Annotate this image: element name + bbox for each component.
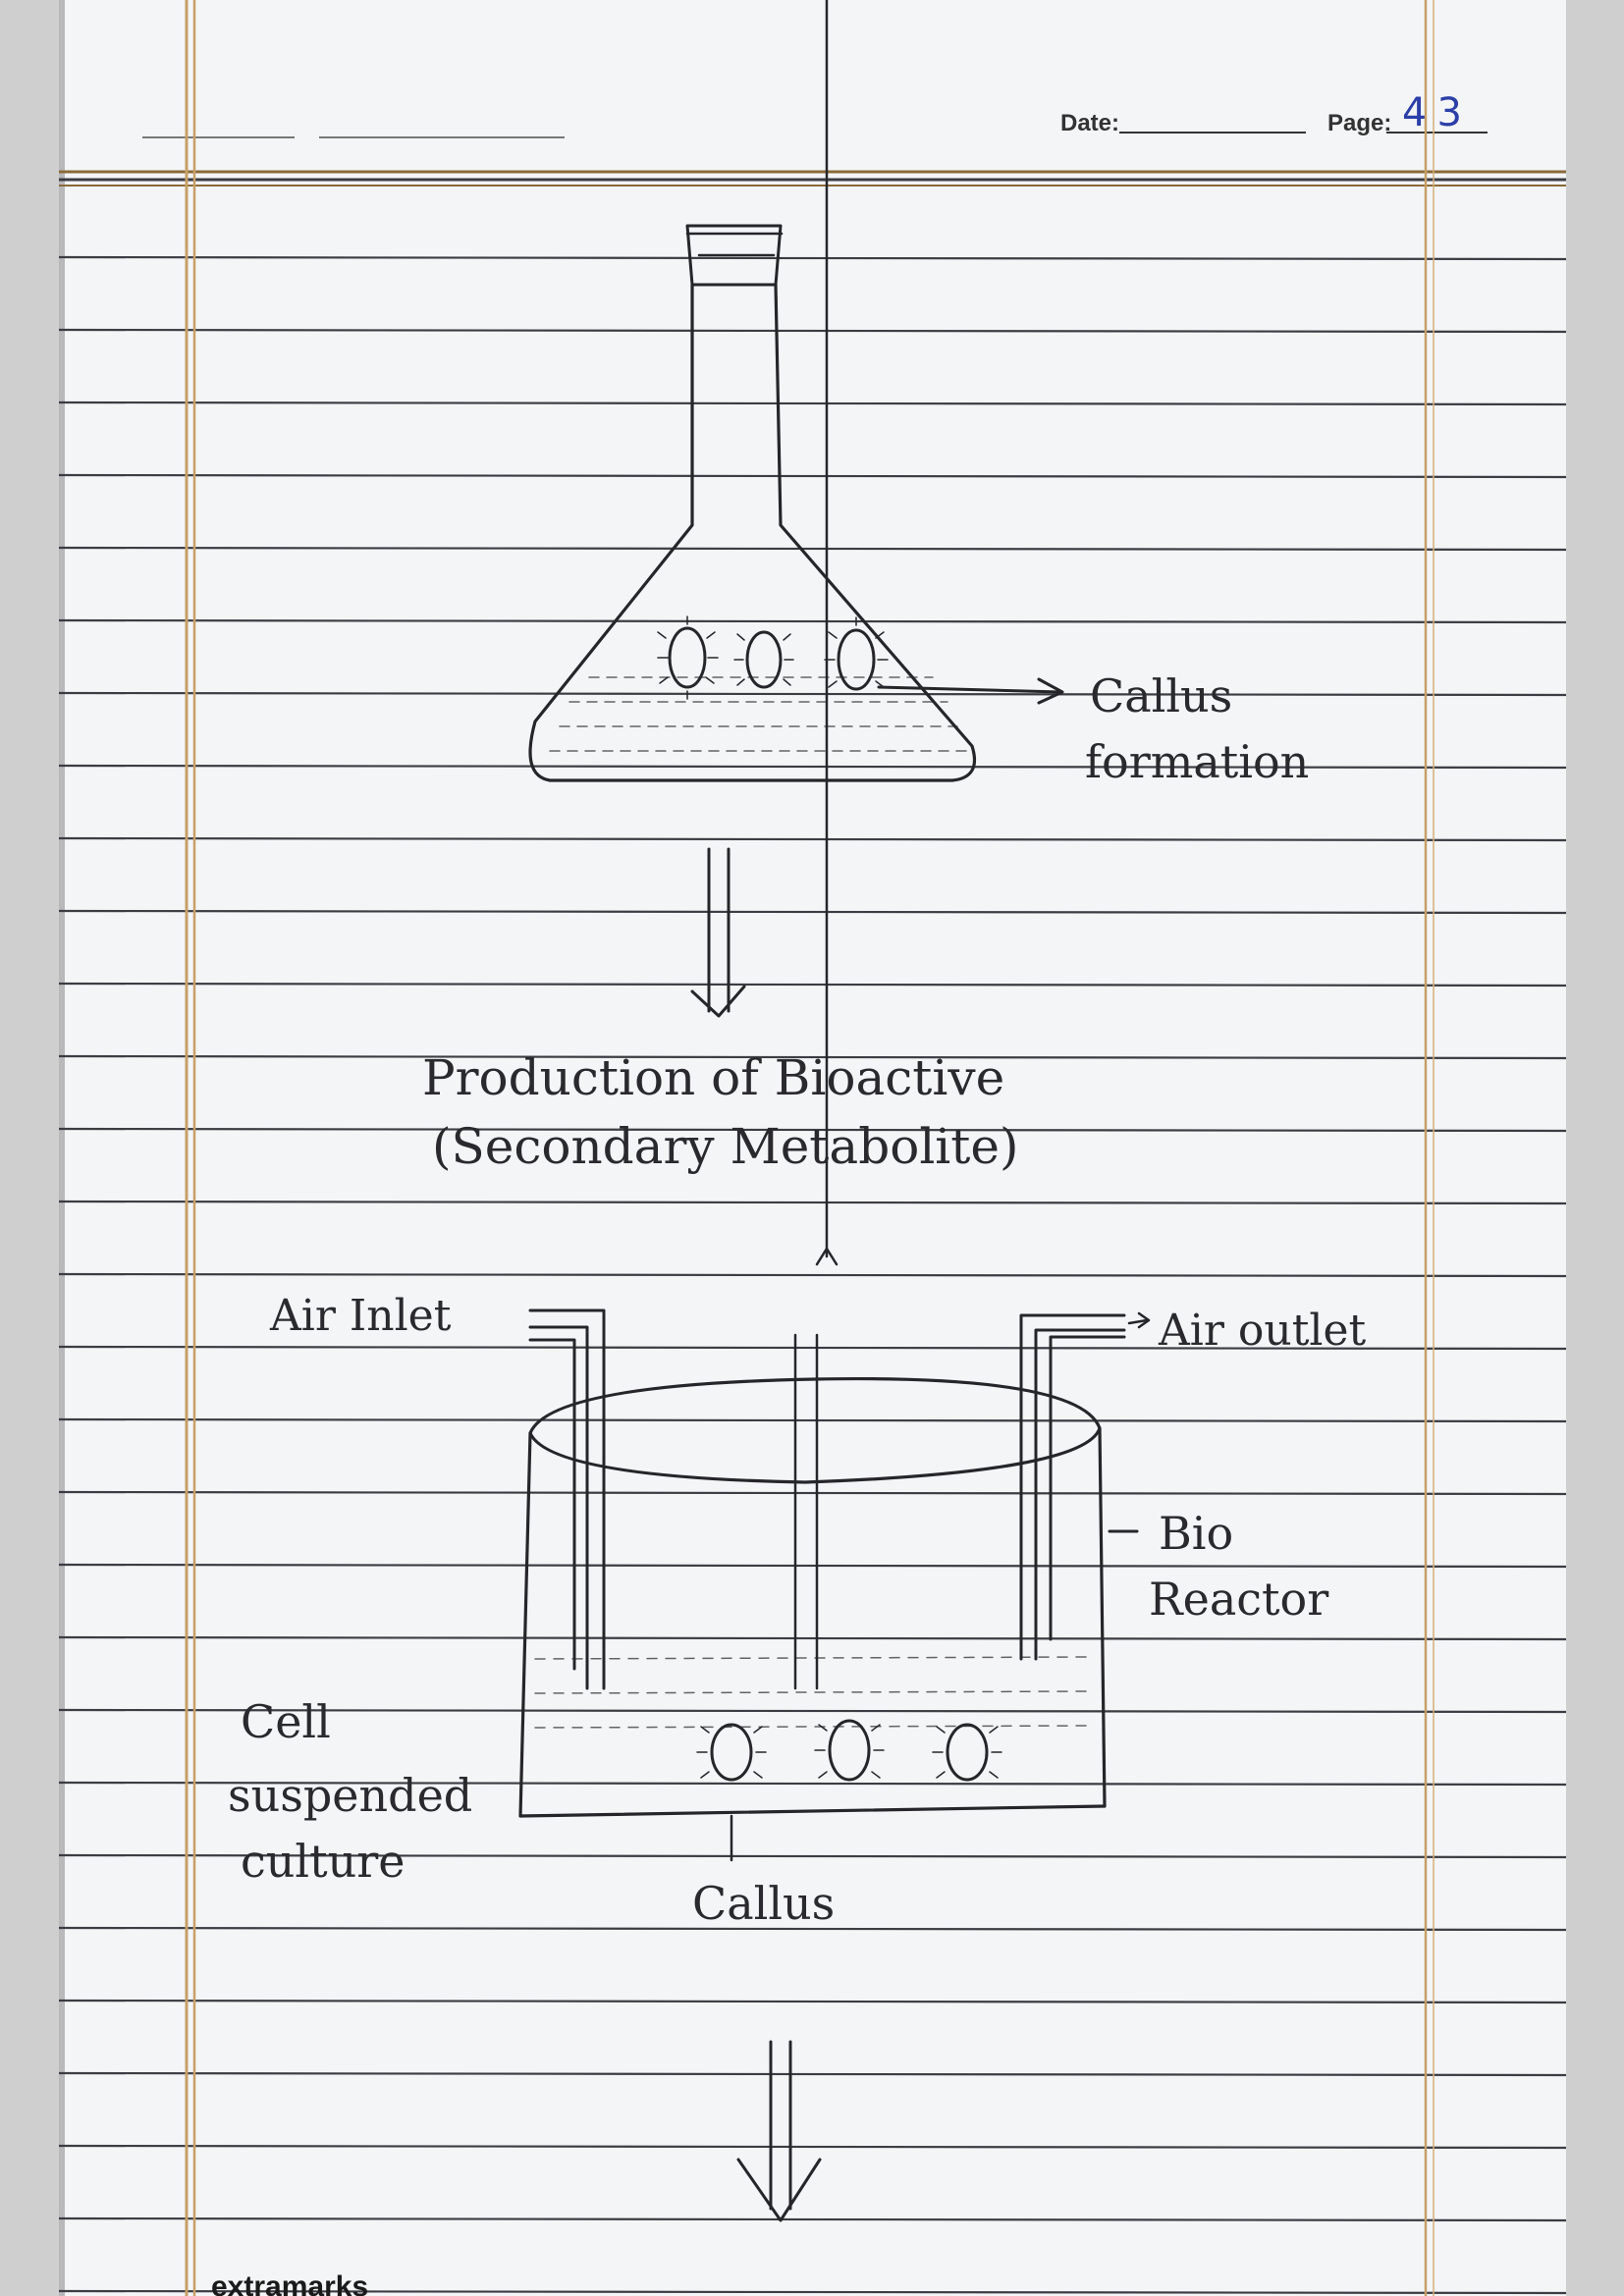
center-stirrer — [793, 1333, 819, 1690]
bioreactor-callus-cells — [696, 1719, 1002, 1782]
down-arrow-1 — [690, 847, 746, 1018]
ruled-line — [58, 909, 1567, 915]
date-label: Date: — [1060, 110, 1119, 136]
callus-cell — [828, 1719, 871, 1782]
header-band: Date: Page: 43 — [59, 90, 1566, 187]
ruled-line — [58, 1127, 1567, 1133]
ruled-line — [58, 1054, 1567, 1060]
callus-cell — [946, 1723, 989, 1782]
margin-lines — [185, 0, 1435, 2296]
air-inlet-label: Air Inlet — [269, 1291, 452, 1341]
air-outlet-label: Air outlet — [1158, 1306, 1366, 1356]
ruled-line — [58, 1926, 1567, 1932]
ruled-line — [58, 1635, 1567, 1641]
ruled-line — [58, 764, 1567, 770]
callus-cell — [837, 628, 876, 691]
brand-watermark: extramarks — [211, 2270, 368, 2296]
ruled-line — [58, 400, 1567, 406]
ruled-line — [58, 1563, 1567, 1569]
ruled-line — [58, 1853, 1567, 1859]
page-number: 43 — [1402, 90, 1472, 135]
ruled-line — [58, 2216, 1567, 2222]
outlet-up-arrow — [815, 0, 839, 1266]
down-arrow-2 — [736, 2040, 822, 2222]
ruled-line — [58, 1345, 1567, 1351]
production-label-line1: Production of Bioactive — [422, 1049, 1004, 1106]
ruled-line — [58, 1781, 1567, 1787]
callus-cell — [710, 1723, 753, 1782]
callus-label: Callus — [692, 1877, 835, 1930]
bioreactor-vessel — [518, 1377, 1107, 1818]
ruled-line — [58, 1200, 1567, 1205]
ruled-line — [58, 2289, 1567, 2295]
page-label: Page: — [1327, 110, 1391, 136]
callus-formation-label-line1: Callus — [1090, 669, 1232, 722]
medium-lines — [549, 676, 968, 752]
air-outlet-pipe — [1019, 1313, 1126, 1661]
bioreactor-label-line2: Reactor — [1149, 1573, 1328, 1626]
callus-cell — [668, 626, 707, 689]
ruled-line — [58, 473, 1567, 479]
ruled-lines — [58, 255, 1567, 2295]
culture-label-line1: Cell — [241, 1695, 331, 1748]
callus-formation-label-line2: formation — [1085, 735, 1309, 788]
ruled-line — [58, 2144, 1567, 2150]
air-inlet-pipe — [528, 1308, 606, 1690]
production-label-line2: (Secondary Metabolite) — [432, 1118, 1019, 1175]
ruled-line — [58, 1490, 1567, 1496]
bioreactor-label-line1: Bio — [1159, 1507, 1233, 1560]
paper-shadow-left — [59, 0, 65, 2296]
flask-callus-cells — [657, 615, 889, 700]
ruled-line — [58, 982, 1567, 988]
paper-sheet — [59, 0, 1566, 2296]
ruled-line — [58, 1999, 1567, 2004]
culture-label-line3: culture — [241, 1835, 405, 1888]
culture-label-line2: suspended — [228, 1769, 472, 1822]
callus-cell — [745, 630, 783, 689]
ruled-line — [58, 328, 1567, 334]
ruled-line — [58, 1272, 1567, 1278]
ruled-line — [58, 691, 1567, 697]
ruled-line — [58, 255, 1567, 261]
air-outlet-arrow — [1127, 1311, 1151, 1329]
ruled-line — [58, 1708, 1567, 1714]
ruled-line — [58, 836, 1567, 842]
callus-arrow — [877, 677, 1064, 705]
ruled-line — [58, 1417, 1567, 1423]
ruled-line — [58, 2071, 1567, 2077]
ruled-line — [58, 618, 1567, 624]
ruled-line — [58, 546, 1567, 552]
conical-flask — [528, 224, 977, 782]
